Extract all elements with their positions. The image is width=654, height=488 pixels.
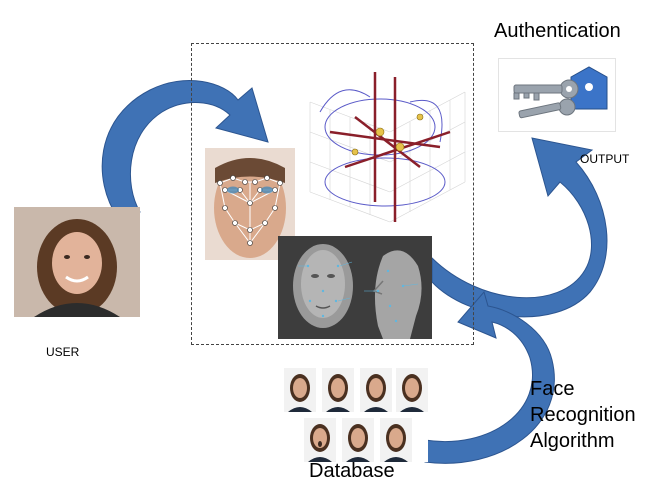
- algorithm-label-line3: Algorithm: [530, 430, 615, 452]
- user-label: USER: [46, 345, 80, 359]
- face-database-grid: [282, 366, 428, 462]
- algorithm-label-line1: Face: [530, 378, 575, 400]
- output-label: OUTPUT: [580, 152, 630, 166]
- arrow-analysis-to-output: [431, 137, 608, 318]
- woman-portrait-icon: [14, 207, 140, 317]
- keys-house-icon: [513, 66, 608, 119]
- face-database-icon: [284, 368, 428, 462]
- database-label: Database: [309, 460, 395, 482]
- 3d-head-model-image: [278, 236, 432, 339]
- arrow-database-to-analysis: [424, 290, 555, 464]
- 3d-head-model-icon: [278, 236, 432, 339]
- user-photo: [14, 207, 140, 317]
- algorithm-label-line2: Recognition: [530, 404, 636, 426]
- graph-3d-image: [300, 72, 470, 232]
- keys-image: [498, 58, 616, 132]
- 3d-plot-icon: [309, 72, 466, 223]
- authentication-label: Authentication: [494, 20, 621, 42]
- arrow-user-to-analysis: [101, 80, 269, 219]
- processing-area: [191, 43, 474, 345]
